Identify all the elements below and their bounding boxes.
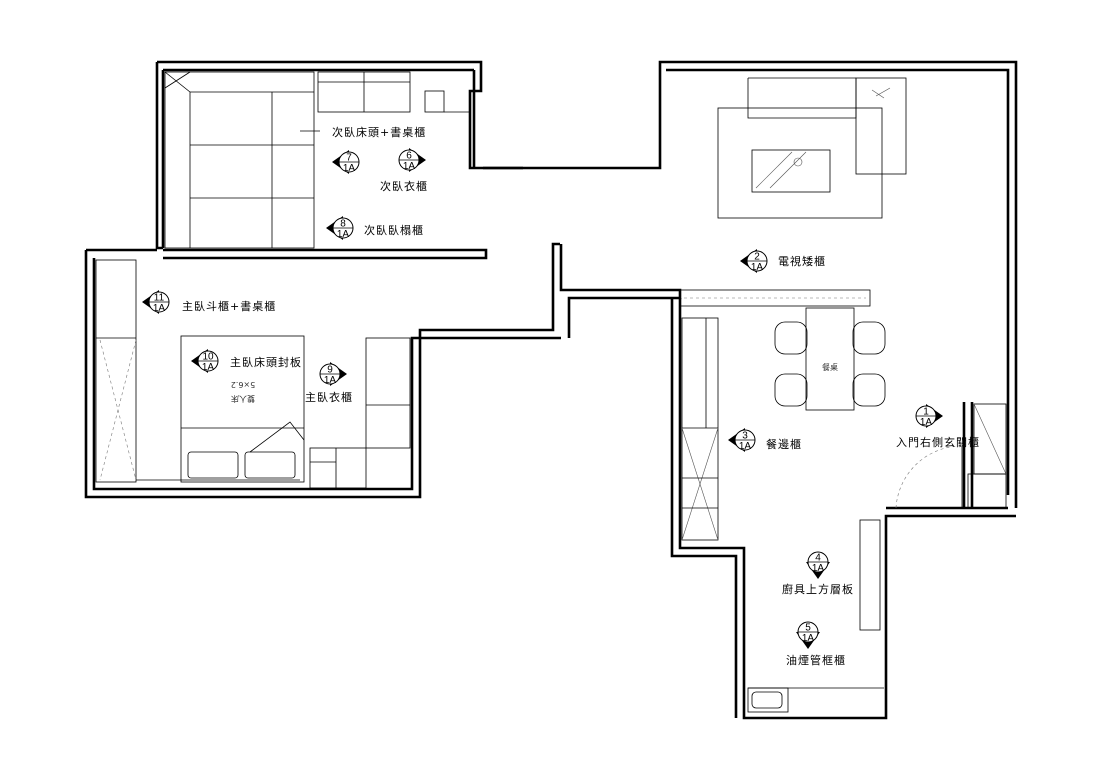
elevation-number: 5 (805, 623, 811, 634)
elevation-label: 電視矮櫃 (778, 254, 826, 268)
dining-table-label: 餐桌 (822, 362, 838, 372)
elevation-tag-8: 81A 次臥臥榻櫃 (326, 216, 424, 240)
elevation-tag-4: 41A 廚具上方層板 (782, 551, 854, 596)
living-room-furniture (679, 77, 907, 307)
elevation-label: 主臥衣櫃 (305, 390, 353, 404)
elevation-number: 9 (327, 365, 333, 376)
elevation-number: 6 (406, 151, 412, 162)
elevation-sheet-ref: 1A (403, 161, 416, 172)
elevation-sheet-ref: 1A (153, 303, 166, 314)
elevation-number: 3 (742, 431, 748, 442)
elevation-label: 入門右側玄關櫃 (896, 435, 980, 449)
secondary-bedroom-furniture (164, 71, 470, 249)
walls (84, 60, 1018, 720)
elevation-label: 餐邊櫃 (766, 437, 802, 451)
elevation-tag-3: 31A 餐邊櫃 (728, 428, 802, 452)
elevation-tag-6: 61A 次臥衣櫃 (380, 148, 428, 193)
bed-label: 雙人床 (231, 394, 255, 404)
elevation-sheet-ref: 1A (920, 417, 933, 428)
elevation-sheet-ref: 1A (202, 362, 215, 373)
elevation-sheet-ref: 1A (812, 563, 825, 574)
elevation-sheet-ref: 1A (802, 633, 815, 644)
elevation-number: 4 (815, 553, 821, 564)
elevation-number: 1 (923, 407, 929, 418)
kitchen-cabinets (681, 317, 884, 713)
elevation-sheet-ref: 1A (751, 262, 764, 273)
elevation-label: 油煙管框櫃 (786, 653, 846, 667)
elevation-sheet-ref: 1A (343, 163, 356, 174)
elevation-tag-5: 51A 油煙管框櫃 (786, 621, 846, 667)
elevation-label: 次臥臥榻櫃 (364, 223, 424, 237)
elevation-tag-2: 21A 電視矮櫃 (740, 249, 826, 273)
elevation-label: 次臥衣櫃 (380, 179, 428, 193)
bed-size-label: 5×6.2 (231, 380, 256, 389)
elevation-sheet-ref: 1A (324, 375, 337, 386)
elevation-tag-1: 11A 入門右側玄關櫃 (896, 404, 980, 449)
elevation-number: 10 (202, 352, 214, 363)
elevation-number: 2 (754, 252, 760, 263)
elevation-number: 8 (340, 219, 346, 230)
elevation-number: 11 (154, 293, 165, 304)
elevation-sheet-ref: 1A (739, 441, 752, 452)
elevation-tag-9: 91A 主臥衣櫃 (305, 362, 353, 404)
elevation-label: 主臥斗櫃+書桌櫃 (182, 299, 276, 313)
entrance (895, 403, 1007, 509)
elevation-number: 7 (346, 153, 352, 164)
elevation-label: 廚具上方層板 (782, 582, 854, 596)
dining-area: 餐桌 (774, 307, 886, 411)
elevation-label: 次臥床頭+書桌櫃 (332, 125, 426, 139)
elevation-sheet-ref: 1A (337, 229, 350, 240)
elevation-label: 主臥床頭封板 (230, 355, 302, 369)
master-bedroom-furniture: 5×6.2 雙人床 (95, 259, 411, 489)
